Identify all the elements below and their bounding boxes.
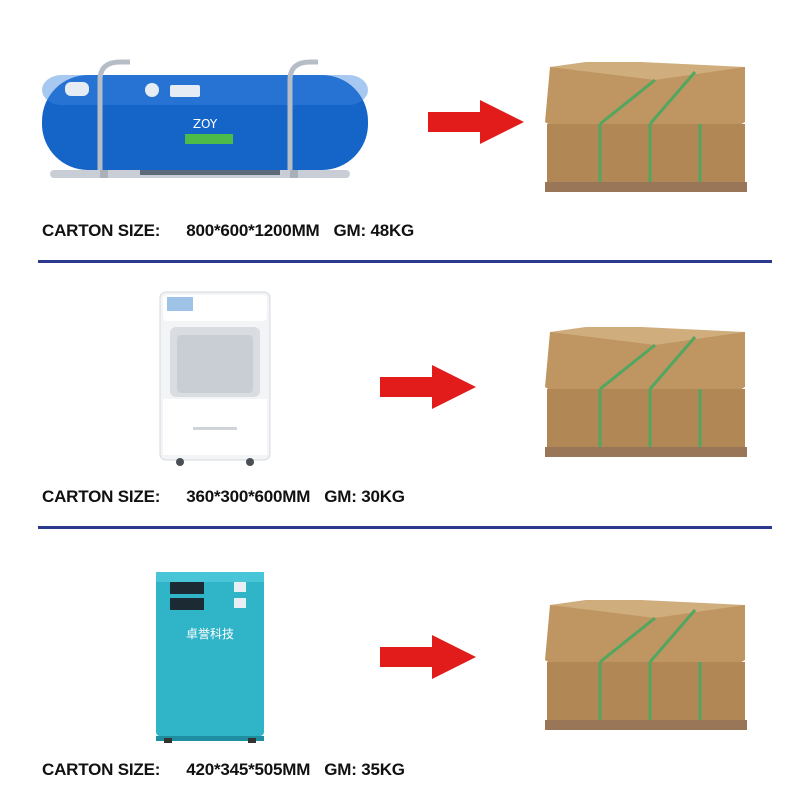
product-row-1: ZOY CARTON SIZE: 800*600*1200MM GM: 48KG: [0, 0, 800, 260]
carton-caption-3: CARTON SIZE: 420*345*505MM GM: 35KG: [42, 760, 405, 780]
chamber-logo-text: ZOY: [193, 117, 218, 131]
gross-weight: GM: 30KG: [324, 487, 405, 506]
product-row-2: CARTON SIZE: 360*300*600MM GM: 30KG: [0, 265, 800, 525]
carton-size-value: 800*600*1200MM: [186, 221, 320, 240]
packed-carton-icon: [545, 327, 749, 461]
carton-caption-2: CARTON SIZE: 360*300*600MM GM: 30KG: [42, 487, 405, 507]
packed-carton-icon: [545, 600, 749, 734]
row-divider-1: [38, 260, 772, 263]
row-divider-2: [38, 526, 772, 529]
packed-carton-icon: [545, 62, 749, 196]
carton-caption-1: CARTON SIZE: 800*600*1200MM GM: 48KG: [42, 221, 414, 241]
carton-size-label: CARTON SIZE:: [42, 221, 161, 240]
oxygen-concentrator-image: [159, 291, 271, 466]
carton-size-value: 420*345*505MM: [186, 760, 311, 779]
oxygen-cabinet-image: 卓誉科技: [156, 572, 264, 743]
right-arrow-icon: [380, 365, 476, 409]
carton-size-value: 360*300*600MM: [186, 487, 311, 506]
product-row-3: 卓誉科技 CARTON SIZE: 420*345*505MM GM: 35KG: [0, 530, 800, 800]
gross-weight: GM: 48KG: [333, 221, 415, 240]
cabinet-brand-text: 卓誉科技: [186, 627, 234, 641]
carton-size-label: CARTON SIZE:: [42, 487, 161, 506]
right-arrow-icon: [380, 635, 476, 679]
gross-weight: GM: 35KG: [324, 760, 405, 779]
carton-size-label: CARTON SIZE:: [42, 760, 161, 779]
hyperbaric-chamber-image: ZOY: [42, 59, 368, 178]
right-arrow-icon: [428, 100, 524, 144]
